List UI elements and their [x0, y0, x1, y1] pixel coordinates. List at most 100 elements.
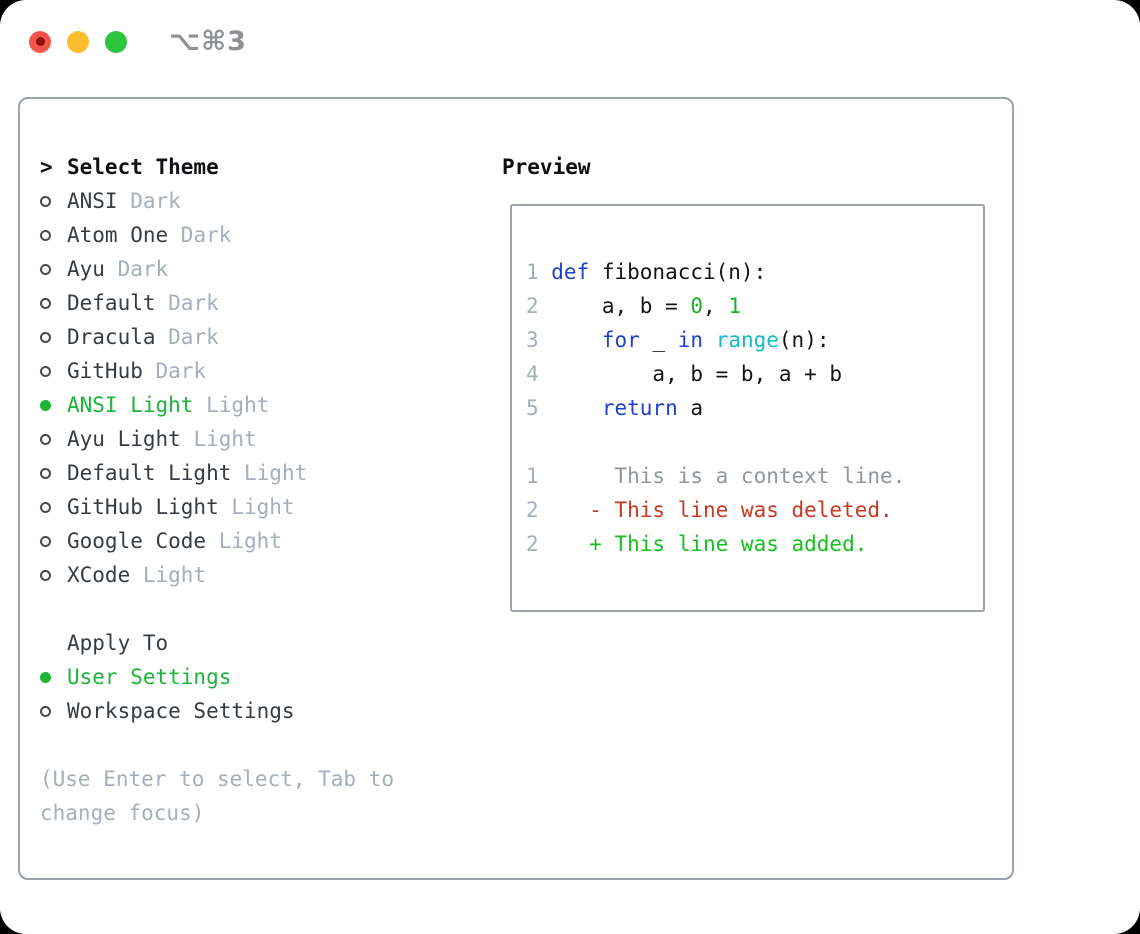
code-token: return: [601, 396, 678, 420]
radio-icon: [40, 705, 51, 717]
code-token: [551, 396, 602, 420]
radio-icon: [40, 365, 51, 377]
line-number: 5: [526, 396, 539, 420]
select-theme-title: Select Theme: [67, 155, 219, 179]
window-shortcut-label: ⌥⌘3: [169, 26, 247, 57]
line-number: 2: [526, 498, 539, 522]
code-token: for: [601, 328, 640, 352]
code-line: 2 + This line was added.: [526, 527, 983, 561]
option-tag: Light: [142, 563, 207, 587]
option-tag: Light: [193, 427, 257, 451]
theme-item-github-light[interactable]: GitHub Light Light: [40, 490, 440, 524]
code-line: 4 a, b = b, a + b: [526, 357, 983, 391]
radio-icon: [40, 535, 51, 547]
theme-item-dracula[interactable]: Dracula Dark: [40, 320, 440, 354]
option-label: Default Light: [67, 461, 232, 485]
theme-column: > Select Theme ANSI Dark Atom One Dark A…: [40, 150, 440, 830]
option-tag: Light: [231, 495, 295, 519]
radio-marker: [40, 467, 67, 479]
option-tag: Dark: [117, 257, 169, 281]
option-label: Default: [67, 291, 156, 315]
code-line: 2 a, b = 0, 1: [526, 289, 983, 323]
theme-item-ansi[interactable]: ANSI Dark: [40, 184, 440, 218]
radio-marker: [40, 331, 67, 343]
zoom-button-icon[interactable]: [105, 30, 127, 53]
option-label: Workspace Settings: [67, 699, 295, 723]
code-token: - This line was deleted.: [551, 498, 893, 522]
apply-to-list: User Settings Workspace Settings: [40, 660, 440, 728]
code-line: 1 This is a context line.: [526, 459, 983, 493]
option-tag: Dark: [180, 223, 232, 247]
apply-option-user-settings[interactable]: User Settings: [40, 660, 440, 694]
radio-marker: [40, 229, 67, 241]
option-label: Ayu: [67, 257, 105, 281]
radio-icon: [40, 195, 51, 207]
close-button-icon[interactable]: [29, 30, 51, 53]
radio-marker: [40, 297, 67, 309]
radio-marker: [40, 501, 67, 513]
theme-item-github[interactable]: GitHub Dark: [40, 354, 440, 388]
line-number: 1: [526, 464, 539, 488]
theme-item-ayu-light[interactable]: Ayu Light Light: [40, 422, 440, 456]
option-tag: Dark: [155, 359, 207, 383]
code-line: 2 - This line was deleted.: [526, 493, 983, 527]
apply-to-header: Apply To: [40, 626, 440, 660]
code-token: a, b = b, a + b: [551, 362, 843, 386]
code-token: 1: [728, 294, 741, 318]
preview-title: Preview: [502, 155, 591, 179]
close-dot-icon: [35, 37, 45, 46]
option-label: Dracula: [67, 325, 156, 349]
theme-item-ayu[interactable]: Ayu Dark: [40, 252, 440, 286]
main-panel: > Select Theme ANSI Dark Atom One Dark A…: [18, 97, 1014, 880]
radio-icon: [40, 263, 51, 275]
option-tag: Light: [244, 461, 308, 485]
theme-item-atom-one[interactable]: Atom One Dark: [40, 218, 440, 252]
option-label: User Settings: [67, 665, 232, 689]
line-number: 2: [526, 294, 539, 318]
option-tag: Dark: [168, 325, 219, 349]
option-tag: Light: [206, 393, 270, 417]
theme-item-xcode[interactable]: XCode Light: [40, 558, 440, 592]
spacer: [40, 592, 440, 626]
code-token: a: [677, 396, 704, 420]
line-number: 2: [526, 532, 539, 556]
radio-marker: [40, 433, 67, 445]
option-label: GitHub: [67, 359, 143, 383]
code-token: 0: [690, 294, 704, 318]
theme-item-default-light[interactable]: Default Light Light: [40, 456, 440, 490]
code-token: ,: [703, 294, 729, 318]
option-label: Google Code: [67, 529, 207, 553]
minimize-button-icon[interactable]: [67, 30, 89, 53]
theme-item-google-code[interactable]: Google Code Light: [40, 524, 440, 558]
line-number: 1: [526, 260, 539, 284]
radio-icon: [40, 501, 51, 513]
option-label: XCode: [67, 563, 131, 587]
code-line: 3 for _ in range(n):: [526, 323, 983, 357]
apply-to-title: Apply To: [67, 631, 169, 655]
line-number: 4: [526, 362, 539, 386]
radio-icon: [40, 399, 51, 411]
code-line: [526, 425, 983, 459]
radio-marker: [40, 263, 67, 275]
theme-item-default[interactable]: Default Dark: [40, 286, 440, 320]
radio-marker: [40, 535, 67, 547]
theme-item-ansi-light[interactable]: ANSI Light Light: [40, 388, 440, 422]
radio-marker: [40, 365, 67, 377]
select-theme-header: > Select Theme: [40, 150, 440, 184]
radio-marker: [40, 705, 67, 717]
apply-option-workspace-settings[interactable]: Workspace Settings: [40, 694, 440, 728]
code-token: in: [677, 328, 704, 352]
radio-marker: [40, 399, 67, 411]
radio-icon: [40, 671, 51, 683]
option-tag: Dark: [168, 291, 219, 315]
option-label: ANSI Light: [67, 393, 194, 417]
code-token: a, b =: [551, 294, 691, 318]
titlebar: ⌥⌘3: [29, 26, 247, 57]
prompt-icon: >: [40, 155, 53, 179]
code-token: _: [639, 328, 678, 352]
radio-marker: [40, 195, 67, 207]
